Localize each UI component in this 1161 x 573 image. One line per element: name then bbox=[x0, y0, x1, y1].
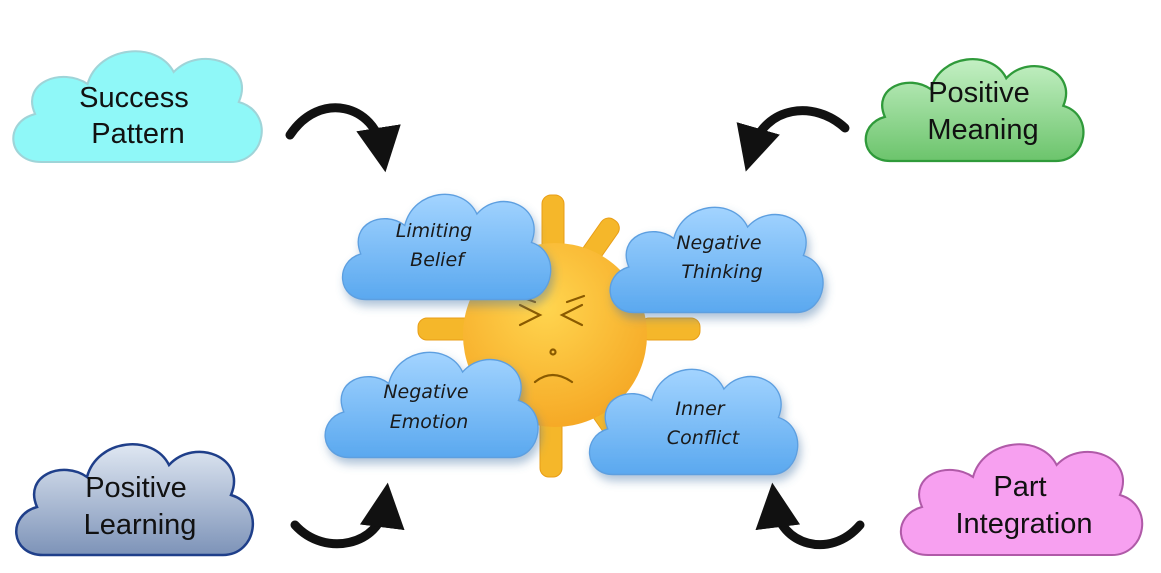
sun-expression bbox=[516, 294, 586, 384]
arrow-top-left bbox=[285, 103, 401, 173]
arrow-bottom-right bbox=[755, 482, 865, 550]
limiting-belief-label: Limiting Belief bbox=[396, 220, 479, 271]
positive-meaning-label: Positive Meaning bbox=[927, 77, 1038, 146]
arrow-bottom-left bbox=[290, 482, 405, 549]
positive-learning-label: Positive Learning bbox=[84, 472, 197, 541]
arrow-top-right bbox=[736, 106, 850, 172]
inner-conflict-label: Inner Conflict bbox=[667, 398, 741, 449]
part-integration-label: Part Integration bbox=[955, 471, 1092, 540]
cloud-limiting-belief bbox=[341, 193, 552, 301]
success-pattern-label: Success Pattern bbox=[79, 82, 197, 150]
curved-arrows bbox=[285, 103, 865, 550]
cloud-negative-thinking bbox=[609, 206, 824, 314]
negative-thinking-label: Negative Thinking bbox=[676, 232, 767, 283]
negative-emotion-label: Negative Emotion bbox=[383, 381, 474, 433]
cloud-negative-emotion bbox=[324, 351, 539, 459]
